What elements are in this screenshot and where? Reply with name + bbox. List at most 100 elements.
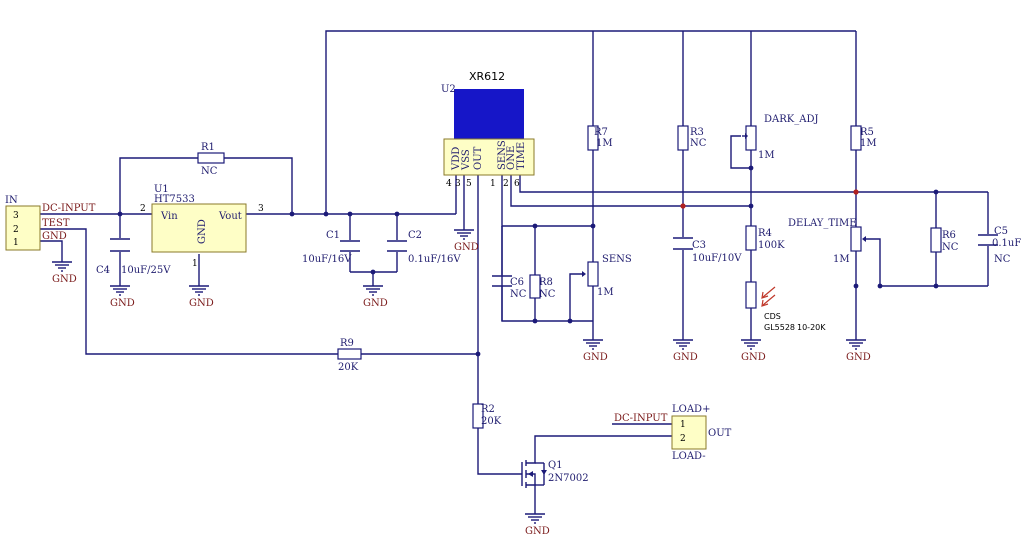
gnd-symbol-delay: GND <box>846 339 871 363</box>
r3-value: NC <box>690 138 707 149</box>
resistor-r6: R6 NC <box>930 227 959 253</box>
r6-ref: R6 <box>942 230 956 241</box>
regulator-u1: U1 HT7533 Vin Vout GND 2 3 1 <box>140 184 264 269</box>
resistor-r8: R8 NC <box>529 274 556 300</box>
gnd-label: GND <box>189 298 214 309</box>
c4-ref: C4 <box>96 265 110 276</box>
gnd-symbol-input: GND <box>52 261 77 285</box>
gnd-label: GND <box>583 352 608 363</box>
ic-pin-out: OUT <box>473 146 484 170</box>
resistor-r9: R9 20K <box>337 338 362 373</box>
dark-adj-value: 1M <box>758 150 775 161</box>
input-connector-body <box>5 205 41 251</box>
regulator-body <box>151 203 247 253</box>
r4-ref: R4 <box>758 228 772 239</box>
gnd-symbol-c3: GND <box>673 339 698 363</box>
gnd-symbol-c1-c2: GND <box>363 285 388 309</box>
regulator-part: HT7533 <box>154 194 195 205</box>
regulator-vin-label: Vin <box>160 211 178 222</box>
c1-ref: C1 <box>326 230 340 241</box>
gnd-label: GND <box>741 352 766 363</box>
capacitor-c5: C5 0.1uF NC <box>978 226 1021 265</box>
ic-sensor-window <box>454 89 524 139</box>
resistor-r5: R5 1M <box>850 125 877 151</box>
r9-value: 20K <box>338 362 359 373</box>
capacitor-c2: C2 0.1uF/16V <box>387 230 461 265</box>
output-connector: DC-INPUT 1 2 LOAD+ LOAD- OUT <box>614 404 732 462</box>
ic-pin-time: TIME <box>516 142 527 170</box>
q1-value: 2N7002 <box>548 473 589 484</box>
ic-pin-num-6: 6 <box>514 179 520 189</box>
gnd-label: GND <box>454 242 479 253</box>
c5-ref: C5 <box>994 226 1008 237</box>
resistor-r1: R1 NC <box>197 142 225 177</box>
r1-ref: R1 <box>201 142 215 153</box>
potentiometer-dark-adj: DARK_ADJ 1M <box>742 114 819 161</box>
regulator-gnd-label: GND <box>197 219 208 244</box>
transistor-q1: Q1 2N7002 <box>521 458 589 488</box>
dark-adj-ref: DARK_ADJ <box>764 114 819 125</box>
ic-pin-num-3: 3 <box>455 179 461 189</box>
capacitor-c6: C6 NC <box>492 275 527 321</box>
regulator-pin-gnd: 1 <box>192 259 198 269</box>
r8-value: NC <box>539 289 556 300</box>
r6-value: NC <box>942 242 959 253</box>
input-pin-3: 3 <box>13 211 19 221</box>
gnd-label: GND <box>525 526 550 537</box>
gnd-symbol-q1: GND <box>525 513 550 537</box>
gnd-label: GND <box>846 352 871 363</box>
out-pin-2: 2 <box>680 434 686 444</box>
gnd-label: GND <box>52 274 77 285</box>
r8-ref: R8 <box>539 277 553 288</box>
c1-value: 10uF/16V <box>302 254 352 265</box>
r7-ref: R7 <box>594 127 608 138</box>
q1-ref: Q1 <box>548 460 563 471</box>
r2-value: 20K <box>481 416 502 427</box>
junctions <box>117 165 939 357</box>
cds-ref: CDS <box>764 312 781 321</box>
net-label-dc-input: DC-INPUT <box>42 203 96 214</box>
resistor-r7: R7 1M <box>587 125 613 151</box>
r5-value: 1M <box>860 138 877 149</box>
photoresistor-cds: CDS GL5528 10-20K <box>745 281 826 332</box>
input-connector-ref: IN <box>5 195 18 206</box>
ic-pin-num-1: 1 <box>490 179 496 189</box>
input-pin-1: 1 <box>13 238 19 248</box>
r5-ref: R5 <box>860 127 874 138</box>
capacitor-c1: C1 10uF/16V <box>302 230 360 265</box>
out-net-dc-input: DC-INPUT <box>614 413 668 424</box>
ic-ref: U2 <box>441 84 456 95</box>
wires <box>40 30 989 514</box>
delay-time-value: 1M <box>833 254 850 265</box>
gnd-symbol-regulator: GND <box>189 285 214 309</box>
ic-pin-sens: SENS <box>497 140 508 170</box>
r2-ref: R2 <box>481 404 495 415</box>
r4-value: 100K <box>758 240 785 251</box>
r3-ref: R3 <box>690 127 704 138</box>
gnd-label: GND <box>363 298 388 309</box>
potentiometer-sens: SENS 1M <box>582 254 632 298</box>
cds-range: 10-20K <box>797 323 826 332</box>
c2-value: 0.1uF/16V <box>408 254 461 265</box>
out-connector-ref: OUT <box>708 428 732 439</box>
input-connector: IN 3 2 1 DC-INPUT TEST GND <box>5 195 96 251</box>
regulator-vout-label: Vout <box>218 211 242 222</box>
input-pin-2: 2 <box>13 225 19 235</box>
gnd-symbol-c4: GND <box>110 285 135 309</box>
ic-pin-vdd: VDD <box>451 147 462 171</box>
c6-ref: C6 <box>510 277 524 288</box>
r1-value: NC <box>201 166 218 177</box>
r7-value: 1M <box>596 138 613 149</box>
output-connector-body <box>671 415 707 450</box>
out-label-load-minus: LOAD- <box>672 451 706 462</box>
c6-value: NC <box>510 289 527 300</box>
sens-pot-ref: SENS <box>602 254 632 265</box>
ic-pin-one: ONE <box>506 146 517 170</box>
gnd-symbol-cds: GND <box>741 339 766 363</box>
delay-time-ref: DELAY_TIME <box>788 218 857 229</box>
regulator-pin-in: 2 <box>140 204 146 214</box>
ic-u2: U2 XR612 VDD VSS OUT SENS ONE TIME 4 3 5… <box>441 70 535 189</box>
capacitor-c3: C3 10uF/10V <box>673 237 742 264</box>
potentiometer-delay-time: DELAY_TIME 1M <box>788 218 866 265</box>
